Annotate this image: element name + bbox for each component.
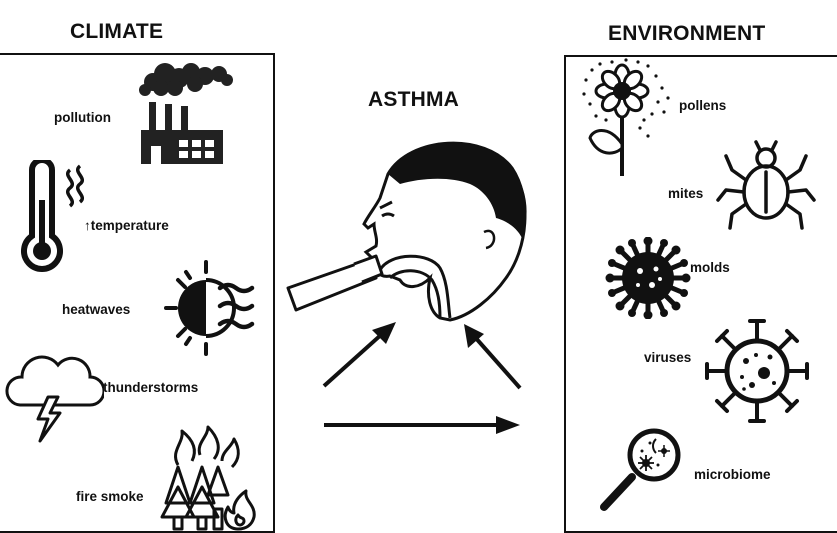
forest-fire-icon — [152, 425, 264, 531]
thermometer-icon — [18, 160, 98, 280]
environment-title: ENVIRONMENT — [608, 22, 766, 45]
factory-icon — [135, 60, 235, 166]
arrow-climate-to-environment — [322, 414, 522, 436]
sun-heat-icon — [150, 258, 260, 358]
label-thunderstorms: thunderstorms — [103, 380, 199, 395]
arrow-climate-to-asthma — [318, 318, 398, 392]
label-molds: molds — [690, 260, 730, 275]
arrow-environment-to-asthma — [458, 318, 528, 392]
label-mites: mites — [668, 186, 704, 201]
mite-icon — [716, 136, 816, 232]
label-pollution: pollution — [54, 110, 111, 125]
virus-icon — [700, 315, 814, 427]
asthma-title: ASTHMA — [368, 88, 460, 111]
label-viruses: viruses — [644, 350, 692, 365]
label-fire-smoke: fire smoke — [76, 489, 144, 504]
flower-pollen-icon — [578, 58, 678, 178]
label-microbiome: microbiome — [694, 467, 771, 482]
mold-spore-icon — [602, 237, 694, 319]
label-heatwaves: heatwaves — [62, 302, 131, 317]
climate-title: CLIMATE — [70, 20, 164, 43]
person-inhaler-icon — [280, 128, 540, 328]
label-temperature: ↑temperature — [84, 218, 169, 233]
storm-cloud-icon — [4, 345, 104, 445]
magnifier-microbe-icon — [598, 425, 694, 515]
label-pollens: pollens — [679, 98, 727, 113]
